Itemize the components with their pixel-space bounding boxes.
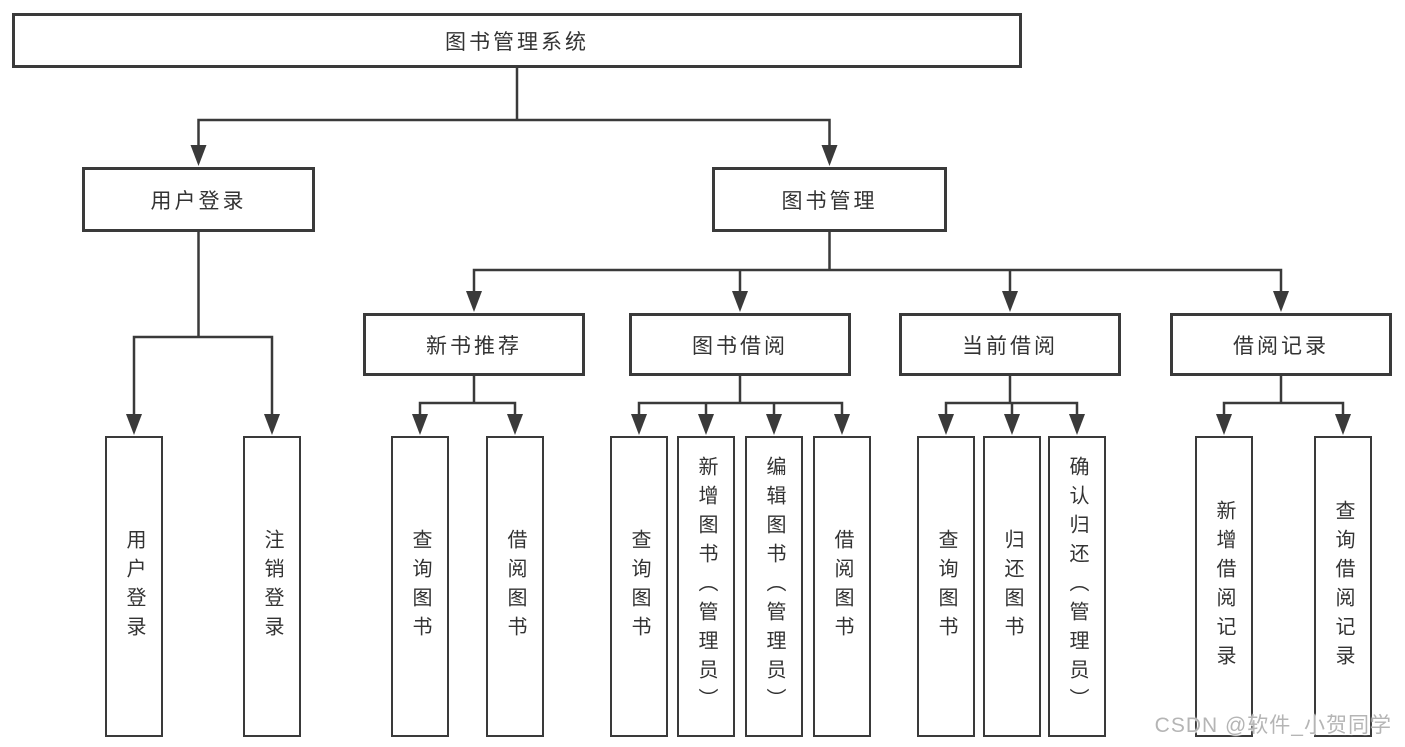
arrowhead-book-borrow-to-leaf-add-book: [698, 414, 714, 435]
arrowhead-book-mgmt-to-book-borrow: [732, 291, 748, 312]
node-label-root: 图书管理系统: [445, 30, 589, 54]
node-book-mgmt: 图书管理: [712, 167, 947, 232]
arrowhead-current-borrow-to-leaf-query-book-3: [938, 414, 954, 435]
arrowhead-borrow-records-to-leaf-add-borrow-record: [1216, 414, 1232, 435]
arrowhead-user-login-to-leaf-logout: [264, 414, 280, 435]
node-label-user-login: 用户登录: [150, 189, 247, 213]
node-label-leaf-borrow-book-1: 借阅图书: [504, 528, 526, 645]
arrowhead-book-borrow-to-leaf-borrow-book-2: [834, 414, 850, 435]
node-label-leaf-logout: 注销登录: [261, 528, 283, 645]
node-leaf-return-book: 归还图书: [983, 436, 1041, 737]
node-label-leaf-user-login: 用户登录: [123, 528, 145, 645]
arrowhead-book-mgmt-to-borrow-records: [1273, 291, 1289, 312]
arrowhead-book-borrow-to-leaf-query-book-2: [631, 414, 647, 435]
node-label-leaf-borrow-book-2: 借阅图书: [831, 528, 853, 645]
connector-book-borrow: [637, 374, 844, 418]
connector-book-mgmt: [472, 230, 1283, 295]
arrowhead-current-borrow-to-leaf-confirm-return: [1069, 414, 1085, 435]
node-label-leaf-edit-book: 编辑图书（管理员）: [763, 456, 785, 717]
arrowhead-root-to-user-login: [190, 145, 207, 166]
node-label-leaf-confirm-return: 确认归还（管理员）: [1066, 456, 1088, 717]
node-label-leaf-add-borrow-record: 新增借阅记录: [1213, 499, 1235, 674]
node-label-leaf-query-book-2: 查询图书: [628, 528, 650, 645]
node-leaf-query-book-1: 查询图书: [391, 436, 449, 737]
watermark: CSDN @软件_小贺同学: [1154, 714, 1392, 737]
node-leaf-borrow-book-2: 借阅图书: [813, 436, 871, 737]
arrowhead-book-mgmt-to-current-borrow: [1002, 291, 1018, 312]
arrowhead-book-borrow-to-leaf-edit-book: [766, 414, 782, 435]
arrowhead-root-to-book-mgmt: [821, 145, 838, 166]
node-leaf-query-book-3: 查询图书: [917, 436, 975, 737]
arrowhead-book-mgmt-to-new-book-rec: [466, 291, 482, 312]
node-leaf-borrow-book-1: 借阅图书: [486, 436, 544, 737]
connector-current-borrow: [944, 374, 1079, 418]
node-label-leaf-return-book: 归还图书: [1001, 528, 1023, 645]
node-leaf-user-login: 用户登录: [105, 436, 163, 737]
arrowhead-current-borrow-to-leaf-return-book: [1004, 414, 1020, 435]
arrowhead-borrow-records-to-leaf-query-borrow-record: [1335, 414, 1351, 435]
node-label-current-borrow: 当前借阅: [962, 334, 1058, 358]
node-borrow-records: 借阅记录: [1170, 313, 1392, 376]
node-new-book-rec: 新书推荐: [363, 313, 585, 376]
node-label-borrow-records: 借阅记录: [1233, 334, 1329, 358]
connector-root: [197, 66, 831, 149]
node-label-leaf-query-book-3: 查询图书: [935, 528, 957, 645]
node-leaf-query-book-2: 查询图书: [610, 436, 668, 737]
node-leaf-query-borrow-record: 查询借阅记录: [1314, 436, 1372, 737]
connector-user-login: [132, 230, 274, 418]
arrowhead-new-book-rec-to-leaf-borrow-book-1: [507, 414, 523, 435]
node-label-book-borrow: 图书借阅: [692, 334, 788, 358]
connector-new-book-rec: [418, 374, 517, 418]
node-book-borrow: 图书借阅: [629, 313, 851, 376]
node-leaf-add-book: 新增图书（管理员）: [677, 436, 735, 737]
arrowhead-user-login-to-leaf-user-login: [126, 414, 142, 435]
node-label-new-book-rec: 新书推荐: [426, 334, 522, 358]
node-label-leaf-query-borrow-record: 查询借阅记录: [1332, 499, 1354, 674]
node-user-login: 用户登录: [82, 167, 315, 232]
node-leaf-logout: 注销登录: [243, 436, 301, 737]
node-label-leaf-add-book: 新增图书（管理员）: [695, 456, 717, 717]
node-label-leaf-query-book-1: 查询图书: [409, 528, 431, 645]
node-label-book-mgmt: 图书管理: [781, 189, 878, 213]
node-root: 图书管理系统: [12, 13, 1022, 68]
connector-borrow-records: [1222, 374, 1345, 418]
node-leaf-confirm-return: 确认归还（管理员）: [1048, 436, 1106, 737]
node-current-borrow: 当前借阅: [899, 313, 1121, 376]
arrowhead-new-book-rec-to-leaf-query-book-1: [412, 414, 428, 435]
node-leaf-add-borrow-record: 新增借阅记录: [1195, 436, 1253, 737]
node-leaf-edit-book: 编辑图书（管理员）: [745, 436, 803, 737]
